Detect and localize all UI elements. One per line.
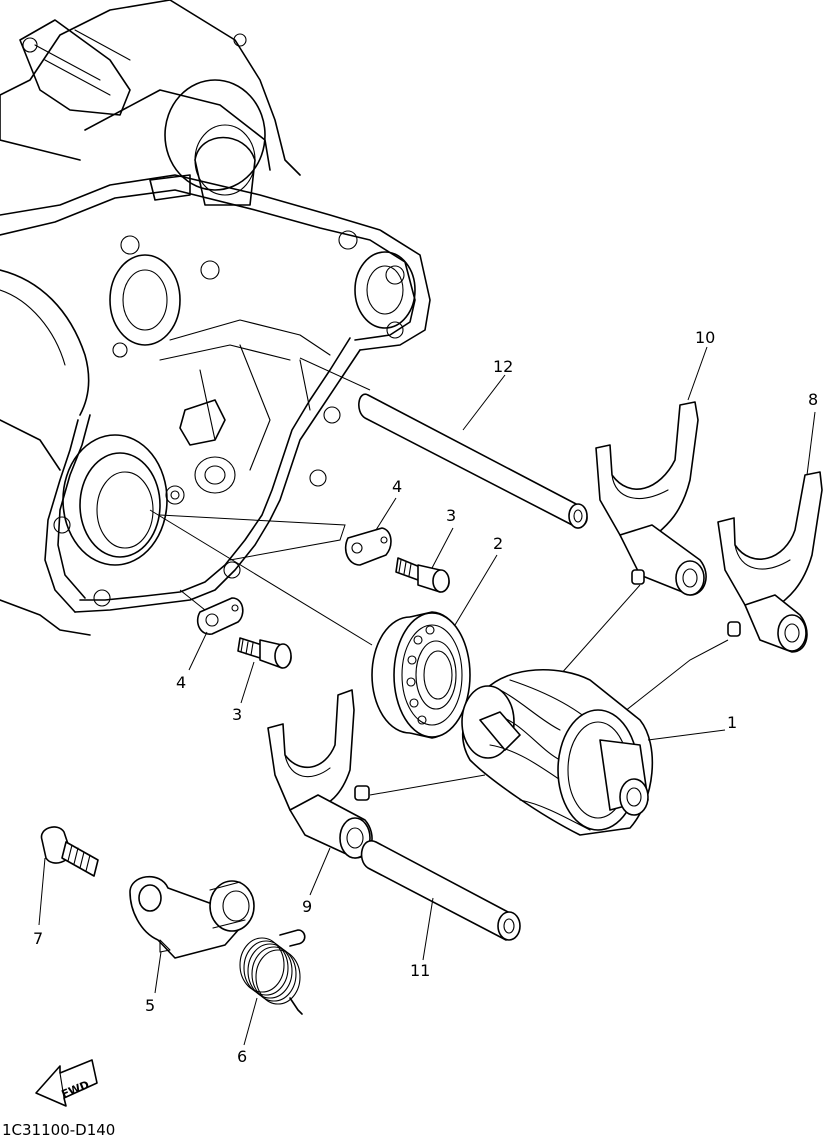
callout-labels: 1 2 3 3 4 4 5 6 7 8 9 10 11 12 xyxy=(33,328,818,1066)
callout-5: 5 xyxy=(145,996,155,1015)
callout-8: 8 xyxy=(808,390,818,409)
diagram-code: 1C31100-D140 xyxy=(2,1121,115,1138)
callout-2: 2 xyxy=(493,534,503,553)
callout-12: 12 xyxy=(493,357,513,376)
shift-fork-9 xyxy=(267,689,373,859)
guide-bar-12 xyxy=(358,393,588,529)
fwd-arrow: FWD xyxy=(35,1059,98,1107)
bearing-2 xyxy=(371,611,471,739)
shift-fork-8 xyxy=(717,471,823,653)
callout-1: 1 xyxy=(727,713,737,732)
stopper-lever-5 xyxy=(129,875,255,959)
bolt-3-upper xyxy=(395,557,450,593)
guide-bar-11 xyxy=(360,840,521,941)
bolt-7 xyxy=(40,826,99,877)
callout-10: 10 xyxy=(695,328,715,347)
callout-3-upper: 3 xyxy=(446,506,456,525)
shift-cam-1 xyxy=(461,668,654,836)
bolt-3-lower xyxy=(237,637,292,669)
callout-7: 7 xyxy=(33,929,43,948)
callout-11: 11 xyxy=(410,961,430,980)
retainer-plate-4-lower xyxy=(196,597,244,635)
callout-leaders xyxy=(38,346,816,1046)
callout-9: 9 xyxy=(302,897,312,916)
leader-lines xyxy=(149,357,729,796)
torsion-spring-6 xyxy=(239,929,306,1015)
callout-4-upper: 4 xyxy=(392,477,402,496)
callout-6: 6 xyxy=(237,1047,247,1066)
callout-4-lower: 4 xyxy=(176,673,186,692)
callout-3-lower: 3 xyxy=(232,705,242,724)
shift-fork-10 xyxy=(595,401,707,596)
retainer-plate-4-upper xyxy=(344,527,392,566)
crankcase-illustration xyxy=(0,0,431,636)
